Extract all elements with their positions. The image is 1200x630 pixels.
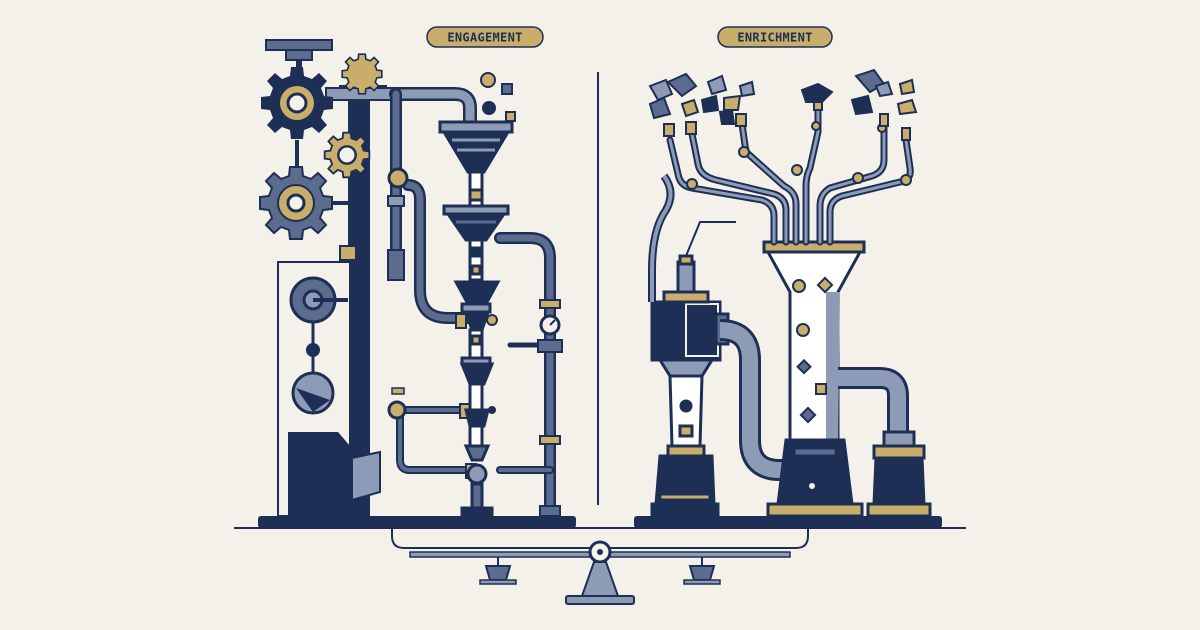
arm-tips bbox=[663, 97, 911, 141]
engagement-label-text: ENGAGEMENT bbox=[447, 31, 522, 45]
gear-icon bbox=[341, 53, 383, 95]
valve-icon bbox=[486, 314, 498, 326]
engagement-label-pill bbox=[426, 26, 544, 48]
floating-fragments bbox=[648, 68, 918, 125]
engagement-machine bbox=[258, 39, 576, 528]
top-clamp bbox=[265, 39, 333, 51]
particle bbox=[480, 72, 496, 88]
enrichment-label-text: ENRICHMENT bbox=[737, 31, 812, 45]
particle bbox=[799, 406, 817, 424]
particle bbox=[482, 101, 496, 115]
particle bbox=[796, 323, 810, 337]
particle bbox=[501, 83, 513, 95]
extraction-arms bbox=[666, 104, 914, 246]
enrichment-label-pill bbox=[717, 26, 833, 48]
scale-pan-right bbox=[688, 565, 716, 581]
funnel-stack bbox=[438, 120, 514, 518]
particle bbox=[792, 279, 806, 293]
collection-tank bbox=[866, 444, 932, 518]
particle bbox=[816, 276, 834, 294]
gear-icon bbox=[323, 131, 371, 179]
enrichment-chamber bbox=[762, 240, 866, 518]
enrichment-machine bbox=[634, 68, 942, 528]
engagement-label: ENGAGEMENT bbox=[426, 26, 544, 48]
enrichment-label: ENRICHMENT bbox=[717, 26, 833, 48]
pump-unit bbox=[650, 254, 730, 518]
valve-icon bbox=[387, 167, 409, 189]
left-base-platform bbox=[258, 516, 576, 528]
valve-icon bbox=[387, 400, 407, 420]
particle bbox=[505, 111, 516, 122]
gear-icon bbox=[261, 67, 333, 139]
balance-scale bbox=[234, 527, 966, 605]
right-base-platform bbox=[634, 516, 942, 528]
particle bbox=[796, 358, 812, 375]
scale-pan-left bbox=[484, 565, 512, 581]
main-column bbox=[348, 100, 370, 520]
particle bbox=[815, 383, 827, 395]
lower-housing bbox=[288, 432, 350, 516]
gear-icon bbox=[259, 166, 333, 240]
